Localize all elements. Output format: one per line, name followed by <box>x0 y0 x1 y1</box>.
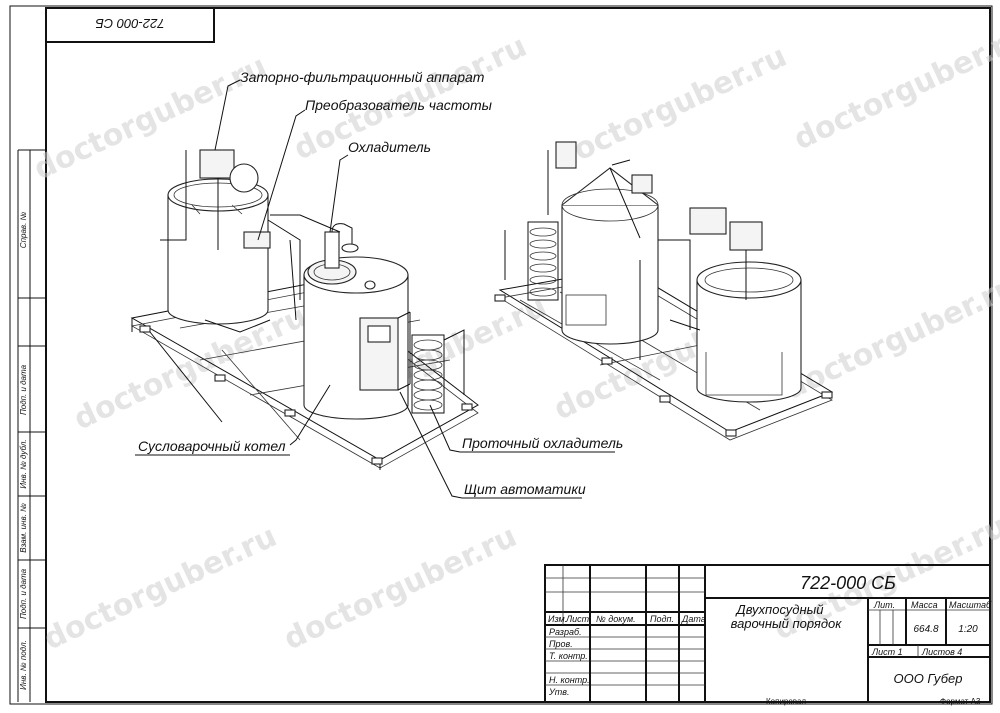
leader-line <box>214 79 241 151</box>
leader-line <box>329 154 349 233</box>
watermarks: doctorguber.ru doctorguber.ru doctorgube… <box>29 19 1000 657</box>
tb-header-izm: Изм. <box>548 614 567 624</box>
tb-mass: 664.8 <box>913 624 938 635</box>
left-assembly-view <box>130 149 479 470</box>
tb-format: Формат А3 <box>940 697 981 706</box>
tb-header-date: Дата <box>681 614 706 624</box>
leader-line <box>399 391 463 499</box>
tb-role-4: Утв. <box>548 687 569 697</box>
side-label-1: Подп. и дата <box>19 364 28 415</box>
tb-code: 722-000 СБ <box>800 573 896 593</box>
side-label-5: Инв. № подл. <box>19 640 28 690</box>
tb-role-0: Разраб. <box>549 627 582 637</box>
rear-kettle <box>561 204 659 345</box>
leader-line <box>429 404 461 453</box>
watermark: doctorguber.ru <box>789 19 1000 157</box>
tb-header-doc: № докум. <box>596 614 636 624</box>
corner-stamp <box>45 7 215 43</box>
callout-wort-kettle: Сусловарочный котел <box>138 438 286 454</box>
watermark: doctorguber.ru <box>549 39 792 177</box>
tb-company: ООО Губер <box>893 671 962 686</box>
corner-stamp-code: 722-000 СБ <box>95 16 165 31</box>
side-label-0: Справ. № <box>19 211 28 248</box>
leader-line <box>257 109 306 241</box>
side-strip: Справ. № Подп. и дата Инв. № дубл. Взам.… <box>17 149 46 702</box>
callout-cooler: Охладитель <box>348 139 431 155</box>
watermark: doctorguber.ru <box>279 519 522 657</box>
mash-filter-tun <box>167 194 269 325</box>
tb-header-list: Лист <box>565 614 590 624</box>
side-label-2: Инв. № дубл. <box>19 439 28 488</box>
tb-copied: Копировал <box>766 697 806 706</box>
tb-role-3: Н. контр. <box>549 675 590 685</box>
tb-role-2: Т. контр. <box>549 651 588 661</box>
watermark: doctorguber.ru <box>39 519 282 657</box>
side-label-4: Подп. и дата <box>19 568 28 619</box>
tb-name-line2: варочный порядок <box>731 616 843 631</box>
tb-scale: 1:20 <box>958 624 978 635</box>
sheet-outer-border <box>9 5 993 705</box>
tb-header-sign: Подп. <box>650 614 674 624</box>
rear-mash-tun <box>696 279 802 403</box>
side-label-3: Взам. инв. № <box>19 503 28 553</box>
flow-chiller-coil <box>411 334 445 414</box>
tb-sheets: Листов 4 <box>921 647 962 657</box>
tb-mass-label: Масса <box>911 600 938 610</box>
tb-role-1: Пров. <box>549 639 573 649</box>
sheet-inner-frame <box>45 7 991 703</box>
tb-sheet: Лист 1 <box>871 647 903 657</box>
callout-mash-filter: Заторно-фильтрационный аппарат <box>240 69 485 85</box>
tb-name-line1: Двухпосудный <box>735 602 824 617</box>
leader-line <box>289 384 331 446</box>
title-block: Изм. Лист № докум. Подп. Дата Разраб. Пр… <box>544 564 992 703</box>
right-assembly-view <box>494 141 834 441</box>
callout-control-panel: Щит автоматики <box>464 481 586 497</box>
tb-lit-label: Лит. <box>873 600 895 610</box>
tb-scale-label: Масштаб <box>949 600 992 610</box>
callouts: Заторно-фильтрационный аппарат Преобразо… <box>135 69 623 499</box>
callout-flow-chiller: Проточный охладитель <box>462 435 623 451</box>
watermark: doctorguber.ru <box>779 269 1000 407</box>
callout-freq-converter: Преобразователь частоты <box>305 97 493 113</box>
